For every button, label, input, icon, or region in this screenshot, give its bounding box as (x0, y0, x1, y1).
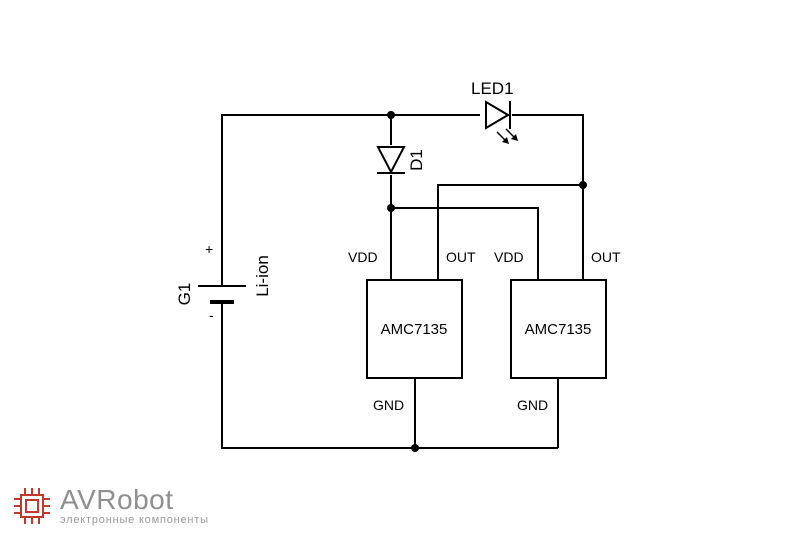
chip-part-label: AMC7135 (381, 321, 448, 338)
junction-dot (411, 444, 419, 452)
battery-g1: + - G1 Li-ion (175, 241, 272, 323)
chip-2: AMC7135 VDD OUT GND (494, 249, 621, 413)
led-ref-label: LED1 (471, 79, 514, 98)
diode-d1: D1 (376, 146, 426, 175)
chip-gnd-label: GND (373, 397, 404, 413)
junction-dot (579, 181, 587, 189)
led-triangle (485, 100, 510, 130)
led1: LED1 (471, 79, 518, 144)
battery-minus-sign: - (209, 307, 214, 323)
brand-tagline: электронные компоненты (60, 514, 209, 526)
diode-triangle (376, 146, 406, 175)
wires (221, 114, 584, 449)
chip-body (510, 279, 607, 379)
diode-ref-label: D1 (407, 149, 426, 171)
chip-logo-icon (14, 488, 50, 524)
battery-type-label: Li-ion (253, 255, 272, 297)
chip-out-label: OUT (446, 249, 476, 265)
chip-part-label: AMC7135 (525, 321, 592, 338)
chip-vdd-label: VDD (348, 249, 378, 265)
chip-vdd-label: VDD (494, 249, 524, 265)
battery-ref-label: G1 (175, 283, 194, 306)
brand-name: AVRobot (60, 484, 174, 515)
chip-body (366, 279, 463, 379)
junctions (387, 111, 587, 452)
led-light-arrows-icon (496, 128, 518, 144)
chip-gnd-label: GND (517, 397, 548, 413)
junction-dot (387, 204, 395, 212)
battery-plus-sign: + (205, 241, 213, 257)
chip-1: AMC7135 VDD OUT GND (348, 249, 476, 413)
junction-dot (387, 111, 395, 119)
avrobot-logo: AVRobot электронные компоненты (12, 484, 272, 530)
chip-out-label: OUT (591, 249, 621, 265)
